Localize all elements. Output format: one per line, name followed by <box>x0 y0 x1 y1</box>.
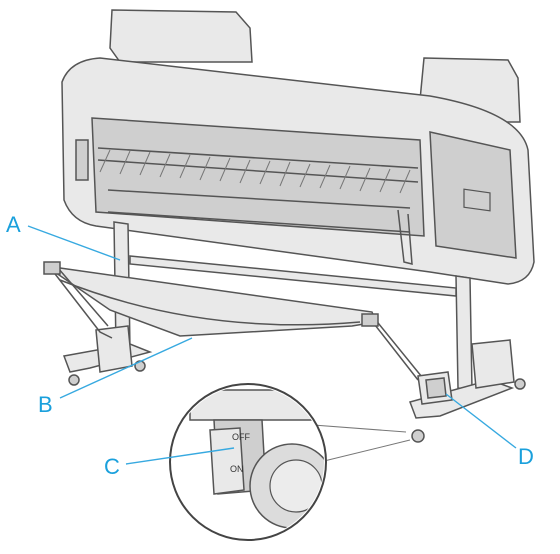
callout-b: B <box>38 392 53 417</box>
caster-off-label: OFF <box>232 432 250 442</box>
printer-body <box>61 9 535 285</box>
leader-a <box>27 225 121 261</box>
leader-d <box>445 393 517 449</box>
callout-a: A <box>6 212 21 237</box>
stand <box>62 221 526 443</box>
callout-c: C <box>104 454 120 479</box>
output-tray-hatch <box>99 149 411 194</box>
leader-c <box>125 447 235 465</box>
caster-zoom-inset: OFF ON <box>169 383 411 541</box>
caster-on-label: ON <box>230 464 244 474</box>
leader-lines <box>27 225 517 465</box>
operation-panel <box>463 188 491 212</box>
leader-b <box>59 337 193 399</box>
basket <box>43 261 427 383</box>
foot-part <box>417 371 453 405</box>
callout-d: D <box>518 444 534 469</box>
